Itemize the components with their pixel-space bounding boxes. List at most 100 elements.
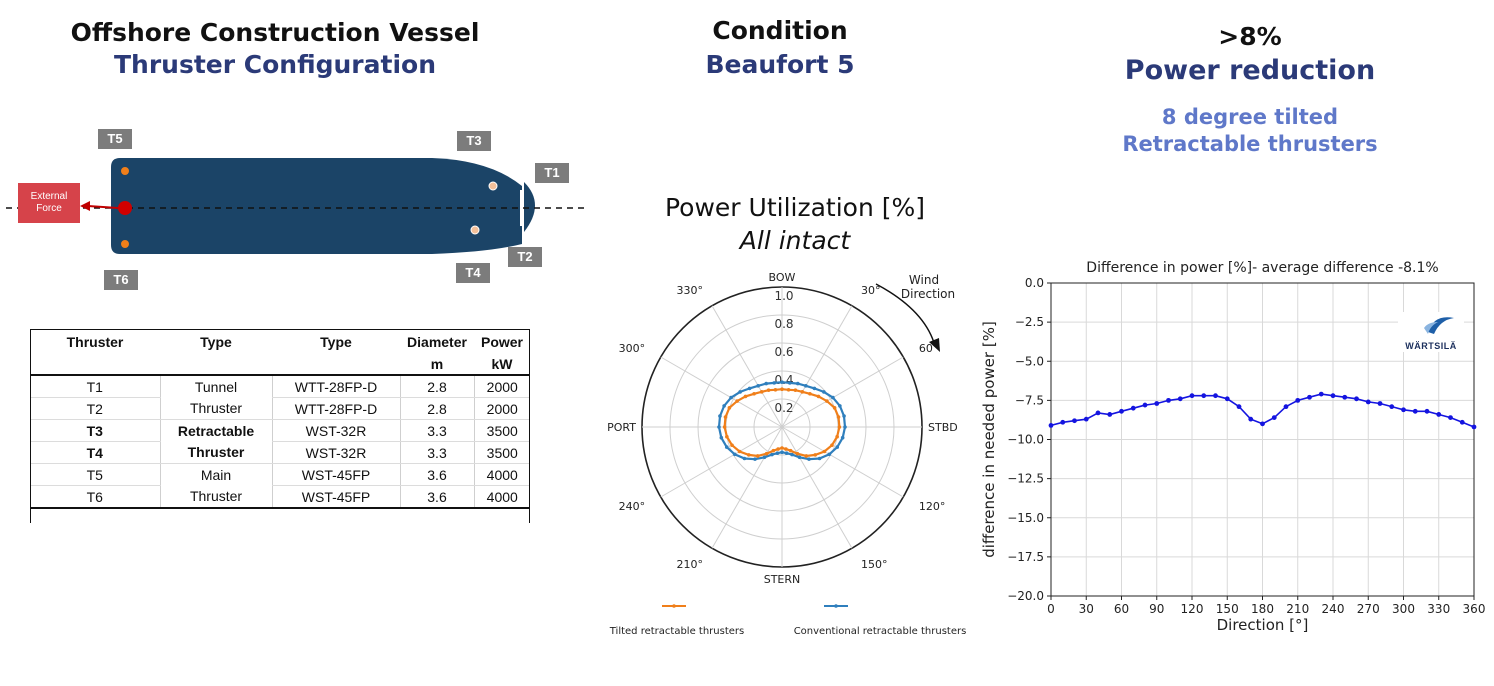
- data-point: [1119, 408, 1124, 414]
- y-tick-label: −5.0: [1015, 354, 1044, 368]
- data-point: [1060, 419, 1066, 425]
- polar-point: [804, 454, 809, 458]
- y-tick-label: 0.0: [1025, 276, 1044, 290]
- line-chart-title: Difference in power [%]- average differe…: [1086, 260, 1438, 276]
- polar-point: [746, 453, 751, 457]
- polar-point: [836, 415, 841, 419]
- polar-angle-label: 150°: [861, 558, 888, 571]
- polar-radial-tick-label: 1.0: [774, 289, 793, 303]
- polar-point: [825, 399, 829, 403]
- polar-angle-label: PORT: [607, 421, 636, 434]
- wartsila-logo-icon: [1424, 317, 1454, 334]
- polar-point: [827, 452, 832, 457]
- polar-point: [766, 388, 771, 392]
- middle-title: Condition: [712, 16, 848, 45]
- right-subtitle: Power reduction: [1124, 55, 1376, 86]
- polar-point: [756, 383, 760, 388]
- polar-angle-label: 120°: [919, 500, 946, 513]
- polar-title: Power Utilization [%]: [664, 193, 925, 222]
- polar-subtitle: All intact: [739, 226, 851, 255]
- polar-point: [822, 390, 826, 394]
- data-point: [1459, 419, 1465, 425]
- polar-point: [719, 435, 724, 440]
- header-power: Power: [480, 334, 523, 350]
- table-row: T4 WST-32R 3.3 3500: [30, 441, 530, 464]
- data-point: [1260, 421, 1265, 427]
- polar-point: [780, 446, 784, 450]
- wind-direction-arrow: [875, 283, 936, 347]
- polar-point: [764, 381, 768, 386]
- polar-point: [808, 391, 812, 396]
- data-point: [1283, 404, 1289, 410]
- right-title: >8%: [1218, 22, 1282, 51]
- data-point: [1295, 397, 1301, 403]
- polar-grid-spoke: [781, 305, 853, 428]
- polar-point: [786, 387, 791, 392]
- polar-point: [804, 383, 808, 388]
- unit-diameter: m: [400, 354, 474, 376]
- data-point: [1177, 396, 1183, 402]
- x-axis-label: Direction [°]: [1217, 616, 1309, 634]
- external-force-label: External Force: [18, 183, 80, 223]
- polar-grid-spoke: [711, 305, 783, 428]
- x-tick-label: 30: [1079, 602, 1094, 616]
- data-point: [1248, 416, 1254, 422]
- tag-t1: T1: [535, 163, 569, 183]
- data-point: [1412, 408, 1418, 414]
- polar-point: [752, 391, 756, 396]
- polar-angle-label: STBD: [928, 421, 958, 434]
- wind-direction-label: Wind: [909, 273, 939, 287]
- polar-point: [787, 381, 792, 385]
- polar-angle-label: 240°: [619, 500, 646, 513]
- polar-point: [717, 425, 721, 429]
- polar-point: [771, 448, 776, 453]
- polar-point: [753, 457, 757, 461]
- tag-t4: T4: [456, 263, 490, 283]
- data-point: [1436, 412, 1442, 417]
- tag-t6: T6: [104, 270, 138, 290]
- data-point: [1342, 394, 1348, 400]
- polar-point: [793, 388, 798, 392]
- polar-point: [755, 454, 760, 458]
- x-tick-label: 210: [1286, 602, 1309, 616]
- wind-direction-label-2: Direction: [901, 287, 955, 301]
- polar-grid-spoke: [711, 426, 783, 549]
- data-point: [1448, 415, 1453, 420]
- polar-point: [842, 414, 846, 418]
- polar-point: [807, 457, 811, 461]
- thruster-t5-marker: [121, 167, 129, 175]
- polar-angle-label: 300°: [619, 342, 646, 355]
- table-row: T6 WST-45FP 3.6 4000: [30, 485, 530, 509]
- polar-grid-spoke: [781, 356, 904, 428]
- polar-point: [723, 415, 728, 419]
- x-tick-label: 150: [1216, 602, 1239, 616]
- vessel-diagram: [6, 158, 585, 254]
- polar-point: [727, 406, 732, 410]
- plot-frame: [1050, 282, 1475, 597]
- polar-point: [790, 452, 794, 457]
- polar-radial-tick-label: 0.2: [774, 401, 793, 415]
- data-point: [1318, 391, 1324, 397]
- legend-label-tilted: Tilted retractable thrusters: [609, 626, 744, 637]
- polar-point: [773, 387, 778, 392]
- header-type-model: Type: [320, 334, 352, 350]
- data-point: [1189, 393, 1195, 399]
- polar-point: [784, 447, 788, 451]
- unit-power: kW: [474, 354, 530, 376]
- data-point: [1166, 397, 1171, 403]
- polar-point: [780, 380, 784, 384]
- header-thruster: Thruster: [66, 334, 124, 350]
- polar-point: [722, 425, 727, 429]
- polar-grid-spoke: [660, 356, 783, 428]
- polar-point: [732, 452, 737, 457]
- polar-point: [822, 449, 827, 454]
- x-tick-label: 270: [1357, 602, 1380, 616]
- polar-point: [817, 456, 822, 461]
- polar-point: [735, 399, 739, 403]
- tag-t2: T2: [508, 247, 542, 267]
- data-point: [1365, 399, 1371, 405]
- polar-point: [813, 453, 818, 457]
- data-point: [1354, 396, 1359, 402]
